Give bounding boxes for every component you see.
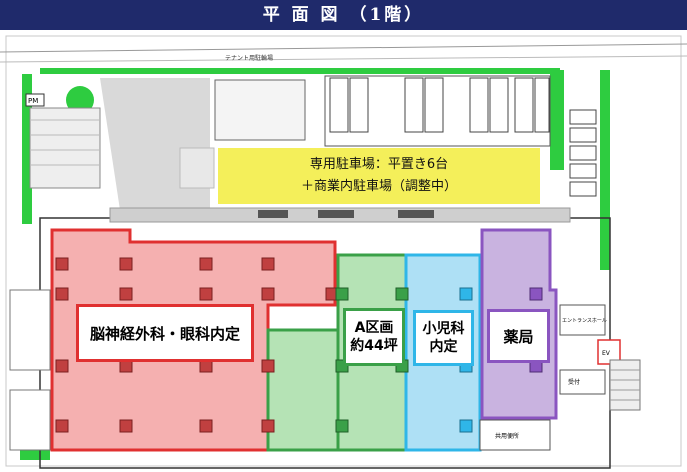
entrance-hall-label: エントランスホール xyxy=(562,318,607,324)
column xyxy=(529,287,543,301)
floor-plan: PM テナント用駐輪場 xyxy=(0,35,687,469)
parking-area-outline xyxy=(324,75,551,147)
parking-slot-right xyxy=(569,127,597,143)
reception xyxy=(559,369,606,395)
elevator xyxy=(597,339,621,365)
unit-a-extension xyxy=(266,328,340,452)
column xyxy=(395,287,409,301)
left-room xyxy=(9,289,51,371)
shared-toilet-label: 共用便所 xyxy=(495,432,519,440)
column xyxy=(119,257,133,271)
column xyxy=(55,287,69,301)
ped-line-1: 小児科 xyxy=(422,321,465,337)
pm-label: PM xyxy=(28,97,38,105)
column xyxy=(459,419,473,433)
column xyxy=(119,287,133,301)
ped-line-2: 内定 xyxy=(429,339,458,355)
parking-slot xyxy=(469,77,489,133)
greenery-right-2 xyxy=(550,70,564,170)
parking-highlight xyxy=(218,148,540,204)
parking-slot xyxy=(424,77,444,133)
column xyxy=(261,359,275,373)
parking-line-2: ＋商業内駐車場（調整中） xyxy=(300,179,457,194)
column xyxy=(335,419,349,433)
crosswalk xyxy=(179,147,215,189)
tree-icon xyxy=(66,86,94,114)
column xyxy=(55,419,69,433)
a-line-1: A区画 xyxy=(354,320,394,336)
tenant-bike-label: テナント用駐輪場 xyxy=(225,54,273,62)
column xyxy=(261,287,275,301)
greenery-top xyxy=(40,68,560,74)
column xyxy=(55,257,69,271)
hatched-area xyxy=(29,107,101,189)
left-room-2 xyxy=(9,389,51,451)
unit-pediatrics-label: 小児科 内定 xyxy=(413,310,474,366)
parking-label: 専用駐車場：平置き6台 ＋商業内駐車場（調整中） xyxy=(218,148,540,204)
unit-a-label: A区画 約44坪 xyxy=(343,308,405,366)
bench xyxy=(318,210,354,218)
shared-toilet xyxy=(479,419,551,451)
parking-slot-right xyxy=(569,109,597,125)
pm-box xyxy=(25,93,45,107)
column xyxy=(199,257,213,271)
column xyxy=(199,287,213,301)
stair xyxy=(609,359,641,411)
column xyxy=(459,287,473,301)
parking-slot-right xyxy=(569,163,597,179)
column xyxy=(55,359,69,373)
unit-neurosurgery-label: 脳神経外科・眼科内定 xyxy=(76,304,254,362)
road-line-2 xyxy=(0,55,687,63)
parking-line-1: 専用駐車場：平置き6台 xyxy=(309,157,449,172)
parking-slot xyxy=(349,77,369,133)
column xyxy=(119,419,133,433)
parking-slot-right xyxy=(569,145,597,161)
neuro-text: 脳神経外科・眼科内定 xyxy=(89,324,240,343)
bench xyxy=(258,210,288,218)
greenery-right xyxy=(600,70,610,270)
elevator-label: EV xyxy=(602,350,611,357)
parking-slot xyxy=(514,77,534,133)
parking-slot-right xyxy=(569,181,597,197)
a-line-2: 約44坪 xyxy=(350,338,398,354)
parking-slot xyxy=(489,77,509,133)
page-title: 平 面 図 （1階） xyxy=(0,0,687,30)
tenant-bike-parking xyxy=(214,79,306,141)
entrance-hall xyxy=(559,304,606,336)
parking-slot xyxy=(534,77,550,133)
column xyxy=(335,287,349,301)
column xyxy=(261,257,275,271)
unit-pharmacy-label: 薬局 xyxy=(487,309,550,363)
column xyxy=(199,419,213,433)
parking-slot xyxy=(404,77,424,133)
greenery-left xyxy=(22,74,32,224)
pharm-text: 薬局 xyxy=(503,327,534,346)
road-line xyxy=(0,43,687,53)
column xyxy=(261,419,275,433)
greenery-bottom-left xyxy=(20,450,50,460)
reception-label: 受付 xyxy=(568,378,580,386)
bench xyxy=(398,210,434,218)
parking-slot xyxy=(329,77,349,133)
